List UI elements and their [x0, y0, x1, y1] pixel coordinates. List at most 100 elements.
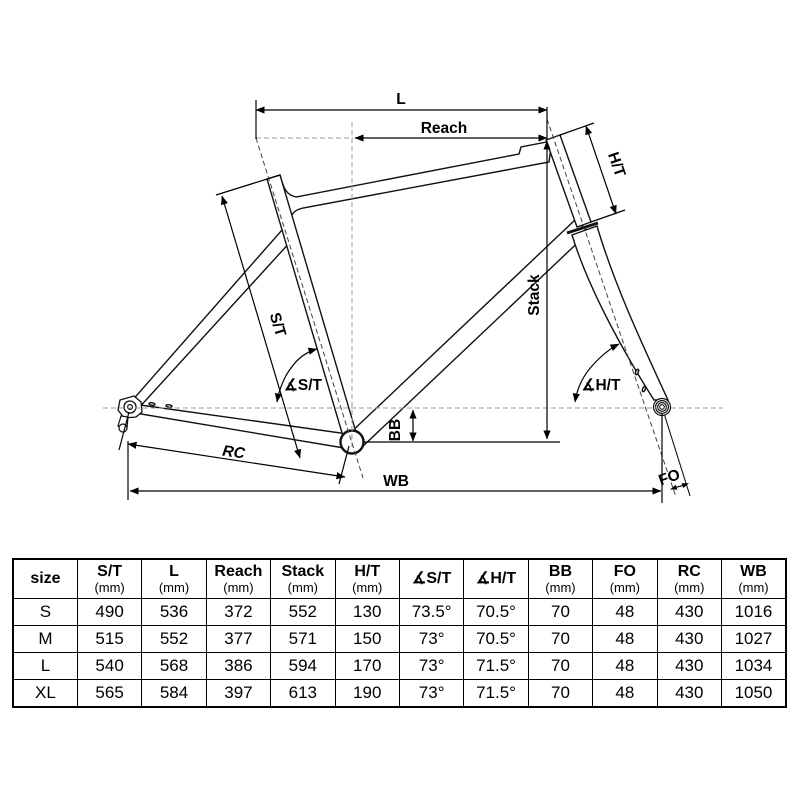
- table-cell: 73°: [398, 652, 465, 680]
- label-angle-st: ∡S/T: [284, 377, 323, 394]
- table-cell: 540: [76, 652, 143, 680]
- table-cell: 613: [270, 679, 336, 708]
- table-cell: 1034: [720, 652, 787, 680]
- table-cell: 372: [205, 598, 272, 626]
- table-cell: 71.5°: [463, 652, 529, 680]
- table-cell: 170: [334, 652, 400, 680]
- fo-arrow-left: [670, 484, 678, 490]
- table-cell: 73°: [398, 625, 465, 653]
- table-cell: 515: [76, 625, 143, 653]
- rc-dimension: [127, 441, 346, 480]
- chainstay-boss: [148, 402, 156, 406]
- table-cell: XL: [12, 679, 78, 708]
- label-stack: Stack: [526, 274, 543, 316]
- table-cell: 48: [592, 625, 658, 653]
- table-cell: 552: [141, 625, 207, 653]
- label-rc: RC: [221, 443, 246, 463]
- table-cell: 552: [270, 598, 336, 626]
- ht-tick-top: [559, 122, 595, 136]
- table-row-s: S 490 536 372 552 130 73.5° 70.5° 70 48 …: [12, 598, 787, 626]
- table-cell: 71.5°: [463, 679, 529, 708]
- col-header-reach: Reach(mm): [205, 558, 272, 599]
- table-cell: 150: [334, 625, 400, 653]
- header-row: size S/T(mm) L(mm) Reach(mm) Stack(mm) H…: [12, 558, 787, 599]
- table-cell: 397: [205, 679, 272, 708]
- table-cell: 430: [656, 679, 722, 708]
- table-cell: 430: [656, 598, 722, 626]
- table-cell: 70: [527, 679, 594, 708]
- table-cell: 386: [205, 652, 272, 680]
- fork-blade: [571, 225, 670, 401]
- top-tube: [279, 140, 553, 226]
- table-cell: 584: [141, 679, 207, 708]
- table-cell: 190: [334, 679, 400, 708]
- col-header-rc: RC(mm): [656, 558, 722, 599]
- geometry-table: size S/T(mm) L(mm) Reach(mm) Stack(mm) H…: [12, 558, 787, 708]
- fork-boss: [641, 385, 647, 393]
- seat-tube-axis: [255, 137, 364, 479]
- chain-stay: [132, 403, 351, 450]
- rc-tick-rear: [118, 411, 130, 451]
- rear-axle-center: [126, 404, 133, 411]
- fork-offset-parallel-line: [661, 406, 691, 497]
- table-cell: 73.5°: [398, 598, 465, 626]
- table-cell: 48: [592, 679, 658, 708]
- col-header-l: L(mm): [141, 558, 207, 599]
- bike-frame: [129, 134, 670, 450]
- ht-tick-bottom: [590, 209, 626, 223]
- col-header-wb: WB(mm): [720, 558, 787, 599]
- table-cell: 568: [141, 652, 207, 680]
- down-tube: [345, 219, 591, 449]
- label-ht: H/T: [604, 150, 628, 180]
- table-cell: 73°: [398, 679, 465, 708]
- table-cell: 1016: [720, 598, 787, 626]
- label-l: L: [396, 91, 405, 108]
- table-cell: 490: [76, 598, 143, 626]
- col-header-angle-st: ∡S/T: [398, 558, 465, 599]
- table-cell: 565: [76, 679, 143, 708]
- table-cell: 1050: [720, 679, 787, 708]
- table-cell: 571: [270, 625, 336, 653]
- label-angle-ht: ∡H/T: [582, 377, 621, 394]
- col-header-ht: H/T(mm): [334, 558, 400, 599]
- table-cell: L: [12, 652, 78, 680]
- table-cell: 594: [270, 652, 336, 680]
- col-header-stack: Stack(mm): [270, 558, 336, 599]
- construction-lines: [103, 118, 723, 498]
- table-row-l: L 540 568 386 594 170 73° 71.5° 70 48 43…: [12, 652, 787, 680]
- front-axle-ring: [659, 404, 665, 410]
- label-reach: Reach: [421, 120, 468, 137]
- fo-arrow-right: [681, 483, 689, 488]
- ht-dimension: [585, 125, 617, 215]
- fork-crown-race: [566, 221, 599, 235]
- steering-axis: [546, 118, 677, 498]
- table-cell: 70.5°: [463, 598, 529, 626]
- dimensions: [118, 100, 689, 503]
- table-cell: 48: [592, 598, 658, 626]
- table-cell: 430: [656, 652, 722, 680]
- table-cell: 70.5°: [463, 625, 529, 653]
- table-cell: 1027: [720, 625, 787, 653]
- col-header-bb: BB(mm): [527, 558, 594, 599]
- table-row-m: M 515 552 377 571 150 73° 70.5° 70 48 43…: [12, 625, 787, 653]
- col-header-st: S/T(mm): [76, 558, 143, 599]
- dimension-labels: L Reach H/T Stack S/T ∡S/T ∡H/T BB RC WB…: [221, 91, 682, 490]
- frame-geometry-diagram: L Reach H/T Stack S/T ∡S/T ∡H/T BB RC WB…: [103, 91, 723, 503]
- label-wb: WB: [383, 473, 409, 490]
- col-header-fo: FO(mm): [592, 558, 658, 599]
- label-st: S/T: [266, 311, 289, 340]
- chainstay-boss: [165, 404, 173, 408]
- table-cell: 70: [527, 598, 594, 626]
- table-row-xl: XL 565 584 397 613 190 73° 71.5° 70 48 4…: [12, 679, 787, 708]
- table-cell: 536: [141, 598, 207, 626]
- table-cell: 70: [527, 652, 594, 680]
- fo-arrow-connector: [676, 485, 683, 488]
- table-cell: 377: [205, 625, 272, 653]
- seat-angle-arc: [274, 347, 318, 403]
- table-cell: M: [12, 625, 78, 653]
- label-bb: BB: [387, 419, 404, 441]
- table-cell: 430: [656, 625, 722, 653]
- col-header-angle-ht: ∡H/T: [463, 558, 529, 599]
- table-cell: S: [12, 598, 78, 626]
